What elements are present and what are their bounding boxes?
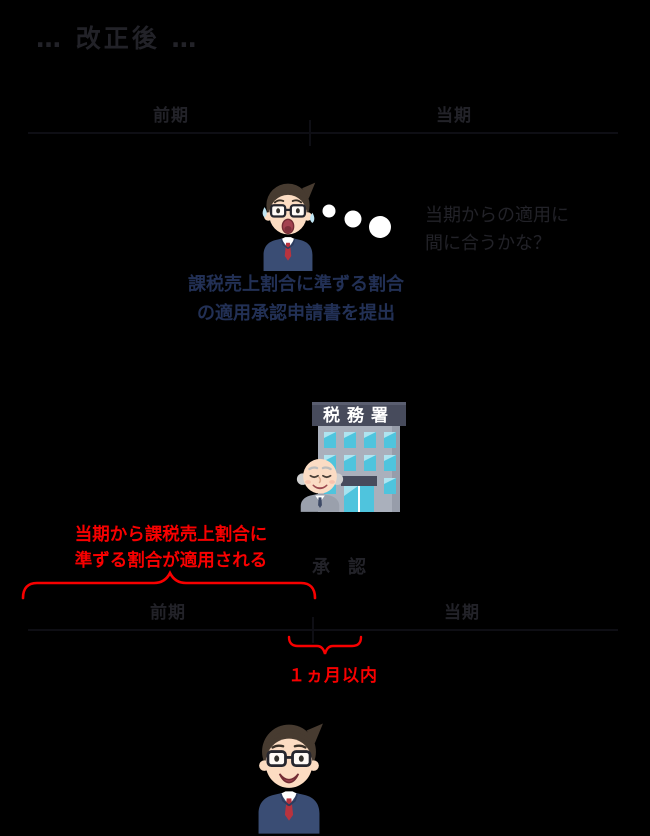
one-month-label: １ヵ月以内 xyxy=(288,666,378,686)
timeline-bottom-label-touki: 当期 xyxy=(444,603,480,623)
timeline-top-label-touki: 当期 xyxy=(436,106,472,126)
tax-office-sign-text: 税務署 xyxy=(323,405,395,426)
highlight-brace xyxy=(21,570,317,600)
current-period-application-note: 当期から課税売上割合に 準ずる割合が適用される xyxy=(58,522,284,574)
approval-label: 承 認 xyxy=(312,557,366,578)
application-submission-caption: 課税売上割合に準ずる割合 の適用承認申請書を提出 xyxy=(171,270,421,328)
timeline-top-line xyxy=(28,120,618,146)
building-entrance xyxy=(341,476,377,512)
businessman-illustration xyxy=(258,723,323,834)
worried-businessman-illustration xyxy=(262,182,316,271)
revision-after-title: … 改正後 … xyxy=(36,24,200,53)
caption-line2: の適用承認申請書を提出 xyxy=(197,303,395,324)
one-month-brace xyxy=(287,635,363,655)
caption-line1: 課税売上割合に準ずる割合 xyxy=(188,274,404,295)
glasses-icon xyxy=(269,204,307,218)
note-line1: 当期から課税売上割合に xyxy=(74,525,268,545)
thought-bubbles-icon xyxy=(322,204,391,238)
tax-office-sign xyxy=(312,402,406,426)
note-line2: 準ずる割合が適用される xyxy=(74,551,268,571)
tax-officer-illustration xyxy=(296,458,344,512)
necktie-icon xyxy=(318,497,322,508)
sweat-drop-icon xyxy=(310,212,315,224)
thought-text: 当期からの適用に 間に合うかな？ xyxy=(425,202,569,258)
thought-text-line2: 間に合うかな？ xyxy=(425,233,551,254)
timeline-top-label-zenki: 前期 xyxy=(153,106,189,126)
thought-text-line1: 当期からの適用に xyxy=(425,205,569,226)
timeline-bottom-label-zenki: 前期 xyxy=(150,603,186,623)
sweat-drop-icon xyxy=(262,207,267,218)
